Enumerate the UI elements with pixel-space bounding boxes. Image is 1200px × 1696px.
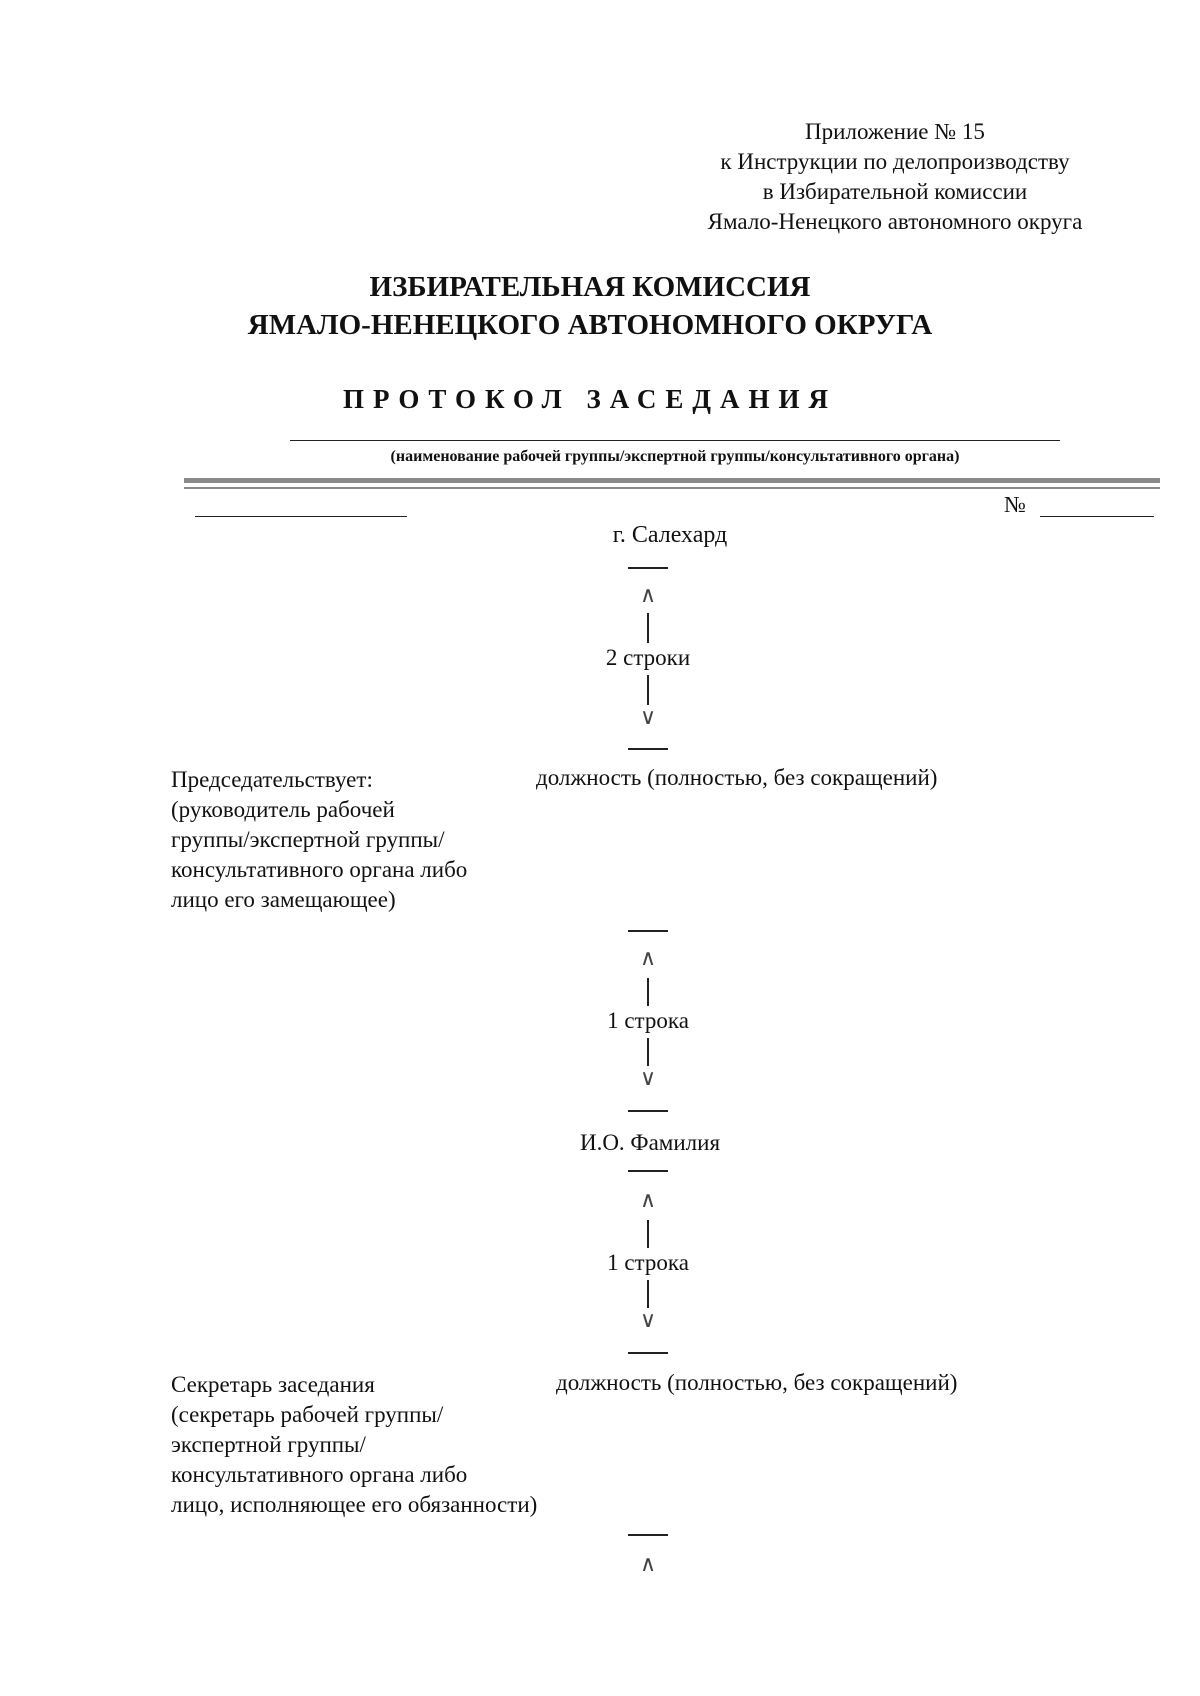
- appendix-line: к Инструкции по делопроизводству: [720, 149, 1070, 174]
- spacing-bar: [647, 1038, 649, 1066]
- secretary-label: Секретарь заседания (секретарь рабочей г…: [171, 1370, 537, 1520]
- chair-position: должность (полностью, без сокращений): [536, 765, 938, 790]
- spacing-tick: [628, 748, 668, 750]
- secretary-label-line: экспертной группы/: [171, 1432, 366, 1457]
- caret-down-icon: ∨: [639, 705, 657, 730]
- appendix-line: Приложение № 15: [805, 119, 985, 144]
- chair-label-line: консультативного органа либо: [171, 857, 468, 882]
- caret-up-icon: ∧: [639, 583, 657, 608]
- spacing-bar: [647, 978, 649, 1006]
- spacing-bar: [647, 613, 649, 643]
- spacing-bar: [647, 1280, 649, 1308]
- number-field-line: [1040, 516, 1154, 517]
- header-rule-thin: [184, 487, 1160, 489]
- secretary-label-line: (секретарь рабочей группы/: [171, 1402, 444, 1427]
- chair-label-line: (руководитель рабочей: [171, 797, 395, 822]
- caret-up-icon: ∧: [639, 1188, 657, 1213]
- group-name-underline: [290, 440, 1060, 441]
- secretary-label-line: Секретарь заседания: [171, 1372, 375, 1397]
- spacing-bar: [647, 675, 649, 705]
- organization-title: ИЗБИРАТЕЛЬНАЯ КОМИССИЯ ЯМАЛО-НЕНЕЦКОГО А…: [200, 268, 980, 344]
- caret-up-icon: ∧: [639, 946, 657, 971]
- spacing-tick: [628, 1110, 668, 1112]
- chair-label-line: лицо его замещающее): [171, 887, 396, 912]
- date-field-line: [195, 516, 407, 517]
- caret-up-icon: ∧: [639, 1552, 657, 1577]
- header-rule-thick: [184, 478, 1160, 483]
- protocol-title: ПРОТОКОЛ ЗАСЕДАНИЯ: [343, 384, 837, 414]
- chair-name: И.О. Фамилия: [579, 1130, 721, 1155]
- number-label: №: [1004, 492, 1026, 517]
- chair-label: Председательствует: (руководитель рабоче…: [171, 765, 467, 915]
- caret-down-icon: ∨: [639, 1066, 657, 1091]
- spacing-tick: [628, 930, 668, 932]
- secretary-position: должность (полностью, без сокращений): [556, 1370, 958, 1395]
- chair-label-line: Председательствует:: [171, 767, 373, 792]
- spacing-tick: [628, 1352, 668, 1354]
- secretary-label-line: лицо, исполняющее его обязанности): [171, 1492, 538, 1517]
- spacing-bar: [647, 1220, 649, 1248]
- city-label: г. Салехард: [612, 522, 728, 548]
- appendix-block: Приложение № 15 к Инструкции по делопрои…: [660, 117, 1130, 237]
- org-title-line-2: ЯМАЛО-НЕНЕЦКОГО АВТОНОМНОГО ОКРУГА: [247, 309, 933, 341]
- spacing-tick: [628, 1170, 668, 1172]
- chair-label-line: группы/экспертной группы/: [171, 827, 445, 852]
- group-name-caption: (наименование рабочей группы/экспертной …: [390, 448, 960, 465]
- caret-down-icon: ∨: [639, 1308, 657, 1333]
- appendix-line: Ямало-Ненецкого автономного округа: [707, 209, 1083, 234]
- spacing-tick: [628, 567, 668, 569]
- spacing-label-one-line: 1 строка: [607, 1250, 689, 1275]
- spacing-label-one-line: 1 строка: [607, 1008, 689, 1033]
- spacing-tick: [628, 1534, 668, 1536]
- org-title-line-1: ИЗБИРАТЕЛЬНАЯ КОМИССИЯ: [369, 271, 811, 303]
- secretary-label-line: консультативного органа либо: [171, 1462, 468, 1487]
- spacing-label-two-lines: 2 строки: [605, 645, 691, 670]
- appendix-line: в Избирательной комиссии: [762, 179, 1028, 204]
